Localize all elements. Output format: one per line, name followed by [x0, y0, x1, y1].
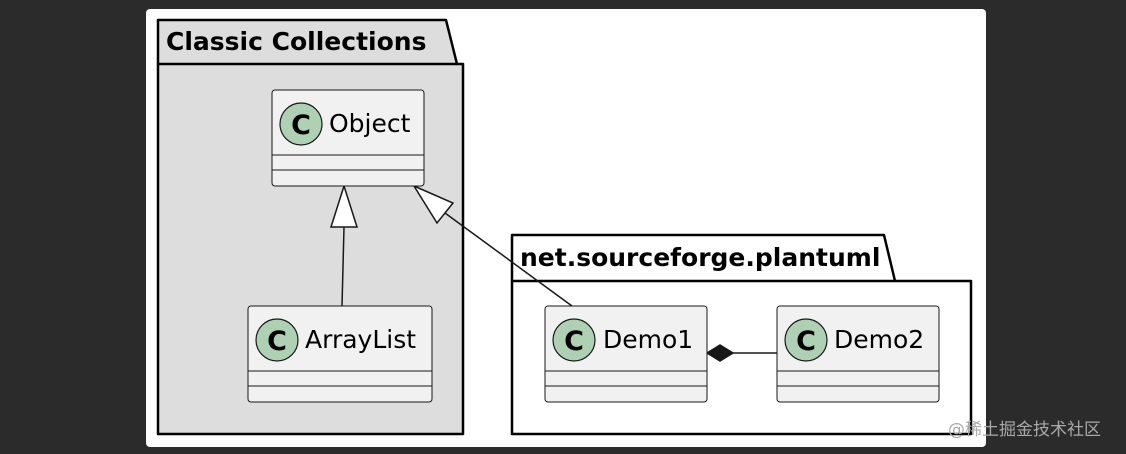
composition-diamond [705, 344, 735, 362]
class-spot-letter: C [291, 110, 311, 141]
class-spot-icon [552, 318, 596, 362]
class-spot-icon [255, 318, 299, 362]
class-spot-icon [784, 318, 828, 362]
relation-demo1-extends-object [412, 184, 573, 307]
class-demo1: C Demo1 [544, 305, 708, 403]
package-classic-title: Classic Collections [166, 27, 426, 56]
inheritance-arrowhead [412, 184, 455, 225]
class-spot-letter: C [267, 326, 287, 357]
class-object: C Object [271, 89, 425, 187]
inheritance-line [341, 226, 345, 307]
package-plantuml-title: net.sourceforge.plantuml [520, 243, 880, 272]
class-demo2-name: Demo2 [834, 325, 924, 354]
class-arraylist-name: ArrayList [305, 325, 416, 354]
inheritance-arrowhead [329, 183, 359, 228]
class-object-name: Object [329, 109, 411, 138]
class-spot-letter: C [564, 326, 584, 357]
inheritance-line [444, 212, 573, 307]
relation-demo1-composes-demo2 [705, 344, 777, 362]
class-spot-icon [279, 102, 323, 146]
class-demo1-name: Demo1 [603, 325, 693, 354]
class-arraylist: C ArrayList [247, 305, 433, 403]
class-spot-letter: C [796, 326, 816, 357]
watermark-text: @稀土掘金技术社区 [948, 420, 1101, 440]
class-demo2: C Demo2 [776, 305, 940, 403]
relation-arraylist-extends-object [329, 183, 359, 307]
